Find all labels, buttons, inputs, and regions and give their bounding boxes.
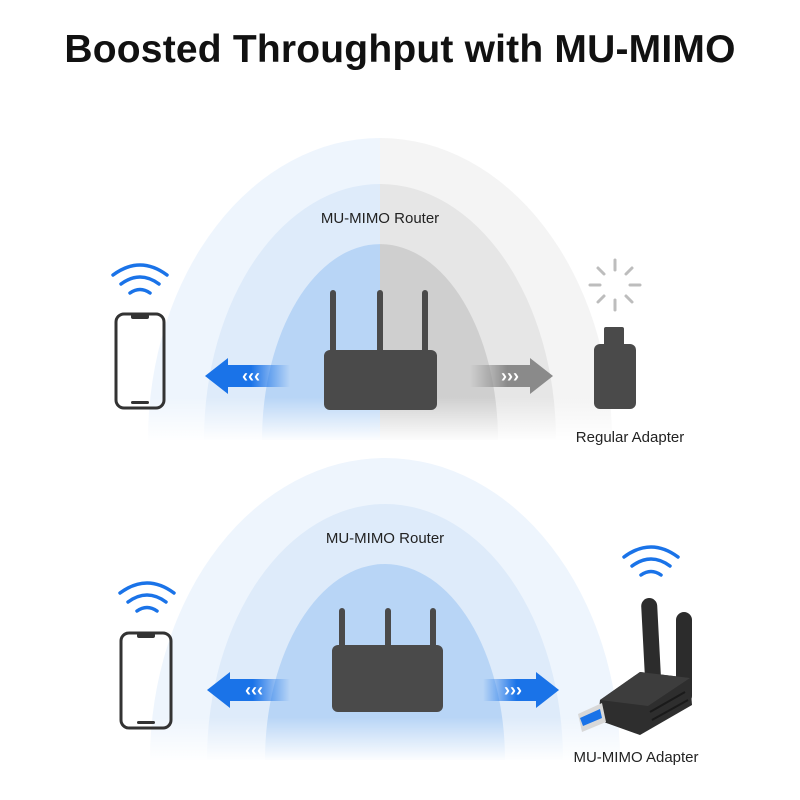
left-arrow: ‹‹‹: [207, 672, 290, 708]
mu-mimo-adapter-icon: [578, 598, 692, 735]
left-arrow: ‹‹‹: [205, 358, 290, 394]
router-icon: [332, 608, 443, 712]
no-signal-sparkle-icon: [588, 258, 642, 312]
page-title: Boosted Throughput with MU-MIMO: [64, 28, 736, 71]
arrow-chevrons: ‹‹‹: [245, 680, 263, 700]
right-arrow: ›››: [470, 358, 553, 394]
wifi-icon: [111, 263, 169, 295]
arrow-chevrons: ‹‹‹: [242, 366, 260, 386]
router-label: MU-MIMO Router: [326, 530, 444, 547]
wifi-icon: [118, 581, 176, 613]
bottom-panel: MU-MIMO Router ‹‹‹ ›››: [118, 458, 699, 766]
top-panel: MU-MIMO Router ‹‹‹ ›››: [111, 138, 684, 446]
wifi-icon: [622, 545, 680, 577]
router-label: MU-MIMO Router: [321, 210, 439, 227]
right-arrow: ›››: [483, 672, 559, 708]
regular-adapter-icon: [594, 327, 636, 409]
arrow-chevrons: ›››: [501, 366, 519, 386]
mu-mimo-adapter-label: MU-MIMO Adapter: [573, 749, 698, 766]
arrow-chevrons: ›››: [504, 680, 522, 700]
phone-icon: [119, 631, 173, 730]
router-icon: [324, 290, 437, 410]
regular-adapter-label: Regular Adapter: [576, 429, 684, 446]
phone-icon: [114, 312, 166, 410]
